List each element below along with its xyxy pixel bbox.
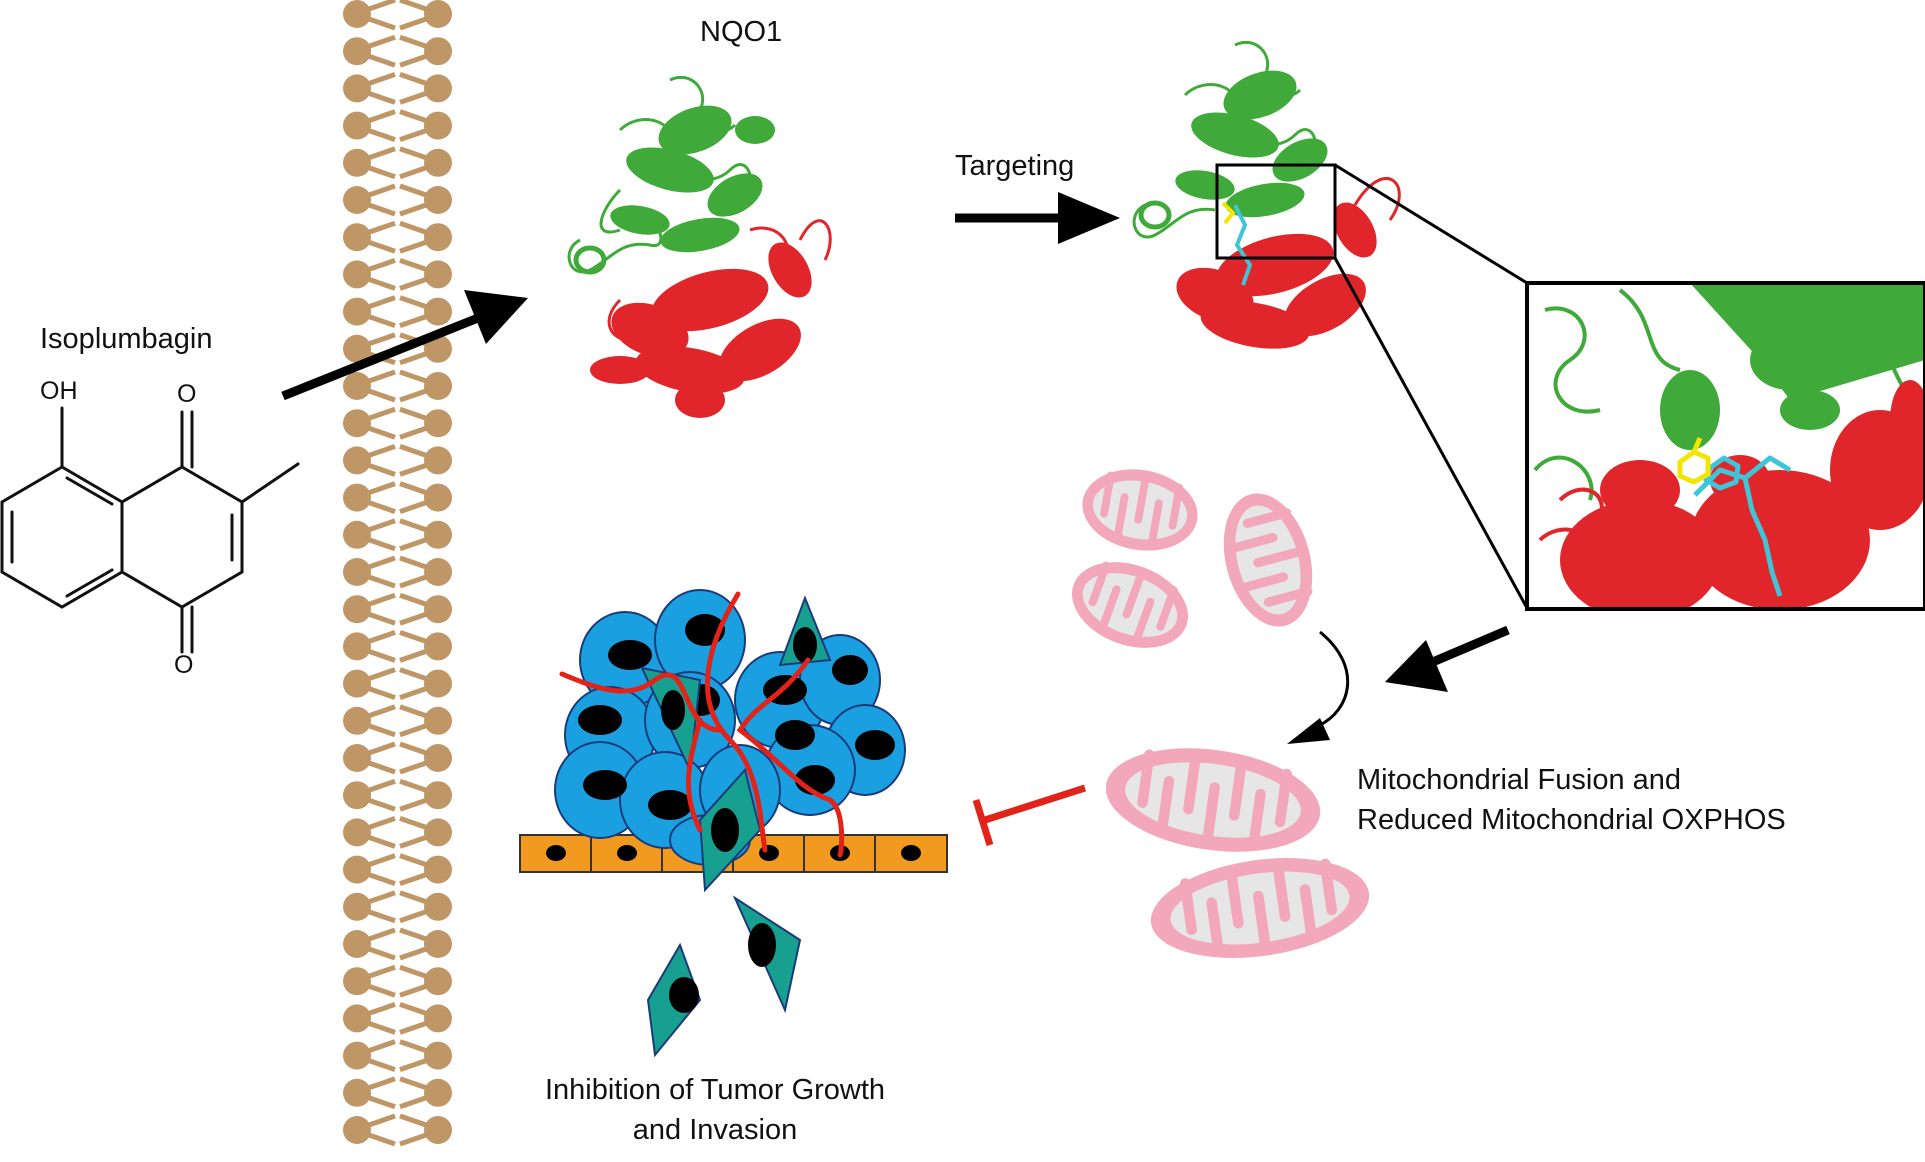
inhibition-bar-icon [972, 784, 1087, 847]
lipid-pair [343, 258, 452, 291]
lipid-pair [343, 890, 452, 924]
lipid-pair [343, 704, 452, 738]
tumor-outcome-line2: and Invasion [632, 1114, 798, 1146]
zoom-line-bottom [1333, 257, 1529, 609]
lipid-pair [343, 741, 452, 775]
carbonyl-oxygen-bottom-label: O [174, 651, 194, 679]
carbonyl-oxygen-top-label: O [177, 380, 197, 408]
isoplumbagin-structure [0, 406, 300, 654]
compound-label: Isoplumbagin [40, 323, 213, 355]
lipid-pair [343, 1076, 452, 1110]
lipid-pair [343, 220, 452, 254]
lipid-pair [343, 295, 452, 328]
mitochondria-group [1071, 469, 1370, 958]
lipid-pair [343, 778, 452, 812]
lipid-pair [343, 518, 452, 552]
curved-arrow [1287, 630, 1349, 744]
lipid-pair [343, 853, 452, 886]
targeting-arrow [955, 192, 1120, 244]
lipid-bilayer-icon [343, 0, 452, 1147]
mitochondrion-icon [1071, 561, 1189, 648]
downstream-arrow [1385, 625, 1510, 692]
lipid-pair [343, 183, 452, 217]
lipid-pair [343, 369, 452, 403]
lipid-pair [343, 1039, 452, 1072]
lipid-pair [343, 146, 452, 180]
mitochondrion-icon [1150, 858, 1370, 958]
lipid-pair [343, 964, 452, 998]
lipid-pair [343, 1002, 452, 1035]
lipid-pair [343, 406, 452, 440]
lipid-pair [343, 72, 452, 105]
lipid-pair [343, 630, 452, 663]
lipid-pair [343, 592, 452, 626]
protein-structure-icon [567, 75, 832, 418]
zoom-line-top [1334, 163, 1528, 285]
lipid-pair [343, 109, 452, 142]
tumor-outcome-line1: Inhibition of Tumor Growth [544, 1074, 886, 1106]
lipid-pair [343, 444, 452, 477]
protein-label: NQO1 [700, 16, 783, 48]
mitochondria-outcome-line1: Mitochondrial Fusion and [1357, 764, 1682, 796]
lipid-pair [343, 34, 452, 68]
entry-arrow [281, 290, 528, 401]
mitochondrion-icon [1082, 469, 1198, 551]
protein-ligand-complex-icon [1132, 40, 1401, 349]
tumor-cell-cluster-icon [519, 589, 948, 1058]
mitochondrion-icon [1105, 748, 1321, 852]
mitochondria-outcome-line2: Reduced Mitochondrial OXPHOS [1357, 804, 1786, 836]
lipid-pair [343, 481, 452, 514]
lipid-pair [343, 816, 452, 849]
lipid-pair [343, 555, 452, 589]
hydroxyl-label: OH [40, 377, 78, 405]
lipid-pair [343, 1113, 452, 1147]
lipid-pair [343, 667, 452, 700]
binding-site-inset [1525, 281, 1925, 611]
lipid-pair [343, 927, 452, 961]
lipid-pair [343, 0, 452, 31]
targeting-label: Targeting [955, 150, 1075, 182]
mitochondrion-icon [1223, 493, 1313, 627]
